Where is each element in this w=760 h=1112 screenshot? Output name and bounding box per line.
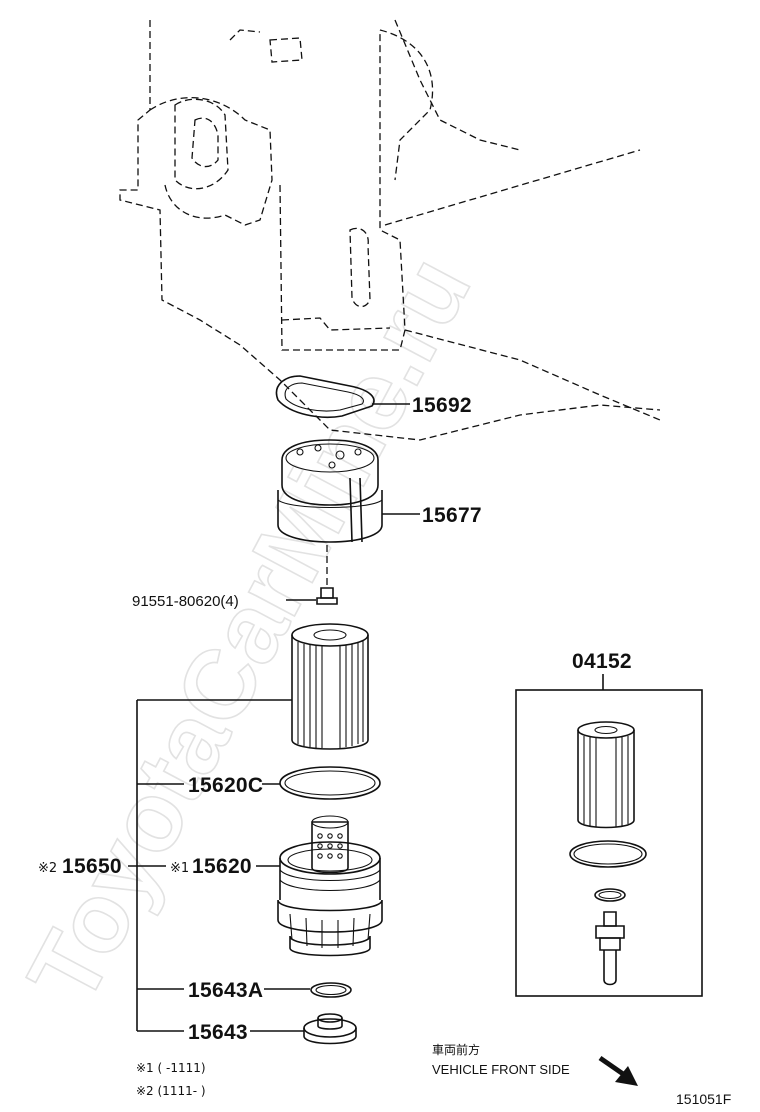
drain-plug-15643[interactable]	[303, 1013, 357, 1045]
cap-mark: ※1	[170, 861, 189, 876]
kit-o-ring-large	[569, 840, 647, 868]
note-1: ※1 ( -1111)	[136, 1061, 206, 1075]
o-ring-15620C[interactable]	[279, 766, 381, 800]
gasket-15692[interactable]	[275, 375, 375, 419]
kit-box-04152[interactable]	[515, 689, 703, 997]
part-label-15620[interactable]: 15620	[192, 855, 252, 878]
assembly-mark: ※2	[38, 861, 57, 876]
direction-label-en: VEHICLE FRONT SIDE	[432, 1062, 570, 1077]
oil-filter-element[interactable]	[291, 623, 369, 750]
part-label-15692[interactable]: 15692	[412, 394, 472, 417]
vehicle-front-arrow-icon	[598, 1055, 638, 1086]
bolt-91551-80620[interactable]	[316, 587, 338, 605]
kit-drain-tool	[595, 911, 625, 986]
note-2: ※2 (1111- )	[136, 1084, 206, 1098]
direction-label-jp: 車両前方	[432, 1042, 480, 1057]
part-label-04152[interactable]: 04152	[572, 650, 632, 673]
oil-filter-cap-15620[interactable]	[277, 815, 383, 957]
assembly-bracket-15650	[128, 699, 292, 1032]
part-label-15643[interactable]: 15643	[188, 1021, 248, 1044]
part-label-15620C[interactable]: 15620C	[188, 774, 263, 797]
part-label-15643A[interactable]: 15643A	[188, 979, 263, 1002]
o-ring-15643A[interactable]	[310, 982, 352, 998]
watermark: ToyotaCarMine.ru	[6, 239, 491, 1020]
part-label-15650[interactable]: 15650	[62, 855, 122, 878]
part-label-15677[interactable]: 15677	[422, 504, 482, 527]
engine-block-outline	[119, 19, 661, 441]
oil-filter-bracket-15677[interactable]	[277, 439, 383, 543]
part-label-bolt[interactable]: 91551-80620(4)	[132, 593, 239, 610]
kit-o-ring-small	[594, 888, 626, 902]
figure-code: 151051F	[676, 1091, 731, 1107]
kit-filter-element	[577, 721, 635, 829]
